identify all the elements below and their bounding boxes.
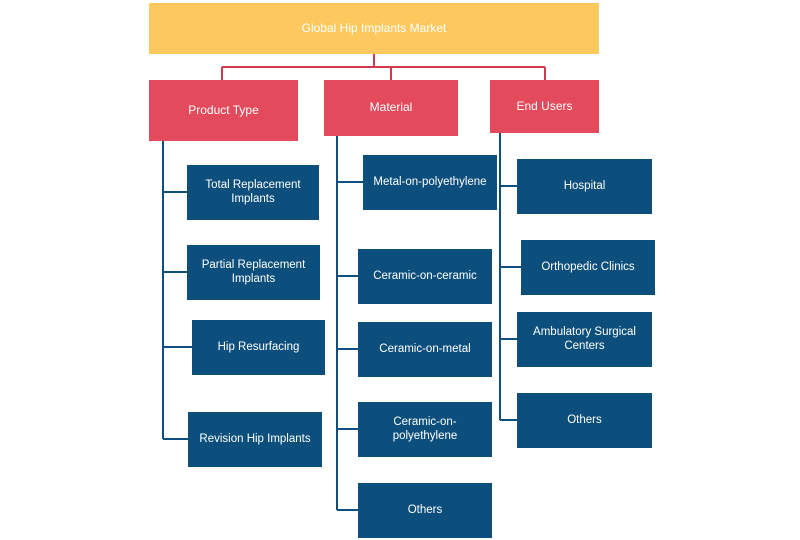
leaf-ceramic-on-metal: Ceramic-on-metal <box>358 322 492 377</box>
material-connectors <box>336 136 363 511</box>
leaf-partial-replacement-implants: Partial Replacement Implants <box>187 245 320 300</box>
leaf-hospital: Hospital <box>517 159 652 214</box>
leaf-label: Ceramic-on-metal <box>379 342 471 355</box>
product-type-connectors <box>162 141 192 440</box>
leaf-ambulatory-surgical-centers: Ambulatory Surgical Centers <box>517 312 652 367</box>
leaf-total-replacement-implants: Total Replacement Implants <box>187 165 319 220</box>
category-label: Material <box>369 100 413 115</box>
leaf-label: Hospital <box>563 179 606 192</box>
leaf-label: Ceramic-on-polyethylene <box>392 416 458 442</box>
end-users-connectors <box>499 133 521 421</box>
root-node: Global Hip Implants Market <box>149 3 599 54</box>
leaf-label: Others <box>567 413 602 426</box>
leaf-material-others: Others <box>358 483 492 538</box>
leaf-label: Metal-on-polyethylene <box>373 175 487 188</box>
leaf-label: Ambulatory Surgical Centers <box>533 326 636 352</box>
leaf-label: Total Replacement Implants <box>205 179 301 205</box>
root-connectors <box>221 54 546 80</box>
leaf-ceramic-on-polyethylene: Ceramic-on-polyethylene <box>358 402 492 457</box>
leaf-label: Hip Resurfacing <box>217 340 300 353</box>
leaf-ceramic-on-ceramic: Ceramic-on-ceramic <box>358 249 492 304</box>
category-label: Product Type <box>188 102 259 117</box>
leaf-label: Partial Replacement Implants <box>201 259 306 285</box>
root-label: Global Hip Implants Market <box>301 20 447 35</box>
leaf-label: Revision Hip Implants <box>199 432 311 445</box>
leaf-end-users-others: Others <box>517 393 652 448</box>
leaf-label: Orthopedic Clinics <box>541 260 635 273</box>
leaf-revision-hip-implants: Revision Hip Implants <box>188 412 322 467</box>
category-product-type: Product Type <box>149 80 298 141</box>
category-label: End Users <box>516 98 573 113</box>
leaf-label: Ceramic-on-ceramic <box>373 269 477 282</box>
leaf-orthopedic-clinics: Orthopedic Clinics <box>521 240 655 295</box>
category-end-users: End Users <box>490 80 599 133</box>
leaf-label: Others <box>407 503 443 516</box>
leaf-hip-resurfacing: Hip Resurfacing <box>192 320 325 375</box>
category-material: Material <box>324 80 458 136</box>
leaf-metal-on-polyethylene: Metal-on-polyethylene <box>363 155 497 210</box>
